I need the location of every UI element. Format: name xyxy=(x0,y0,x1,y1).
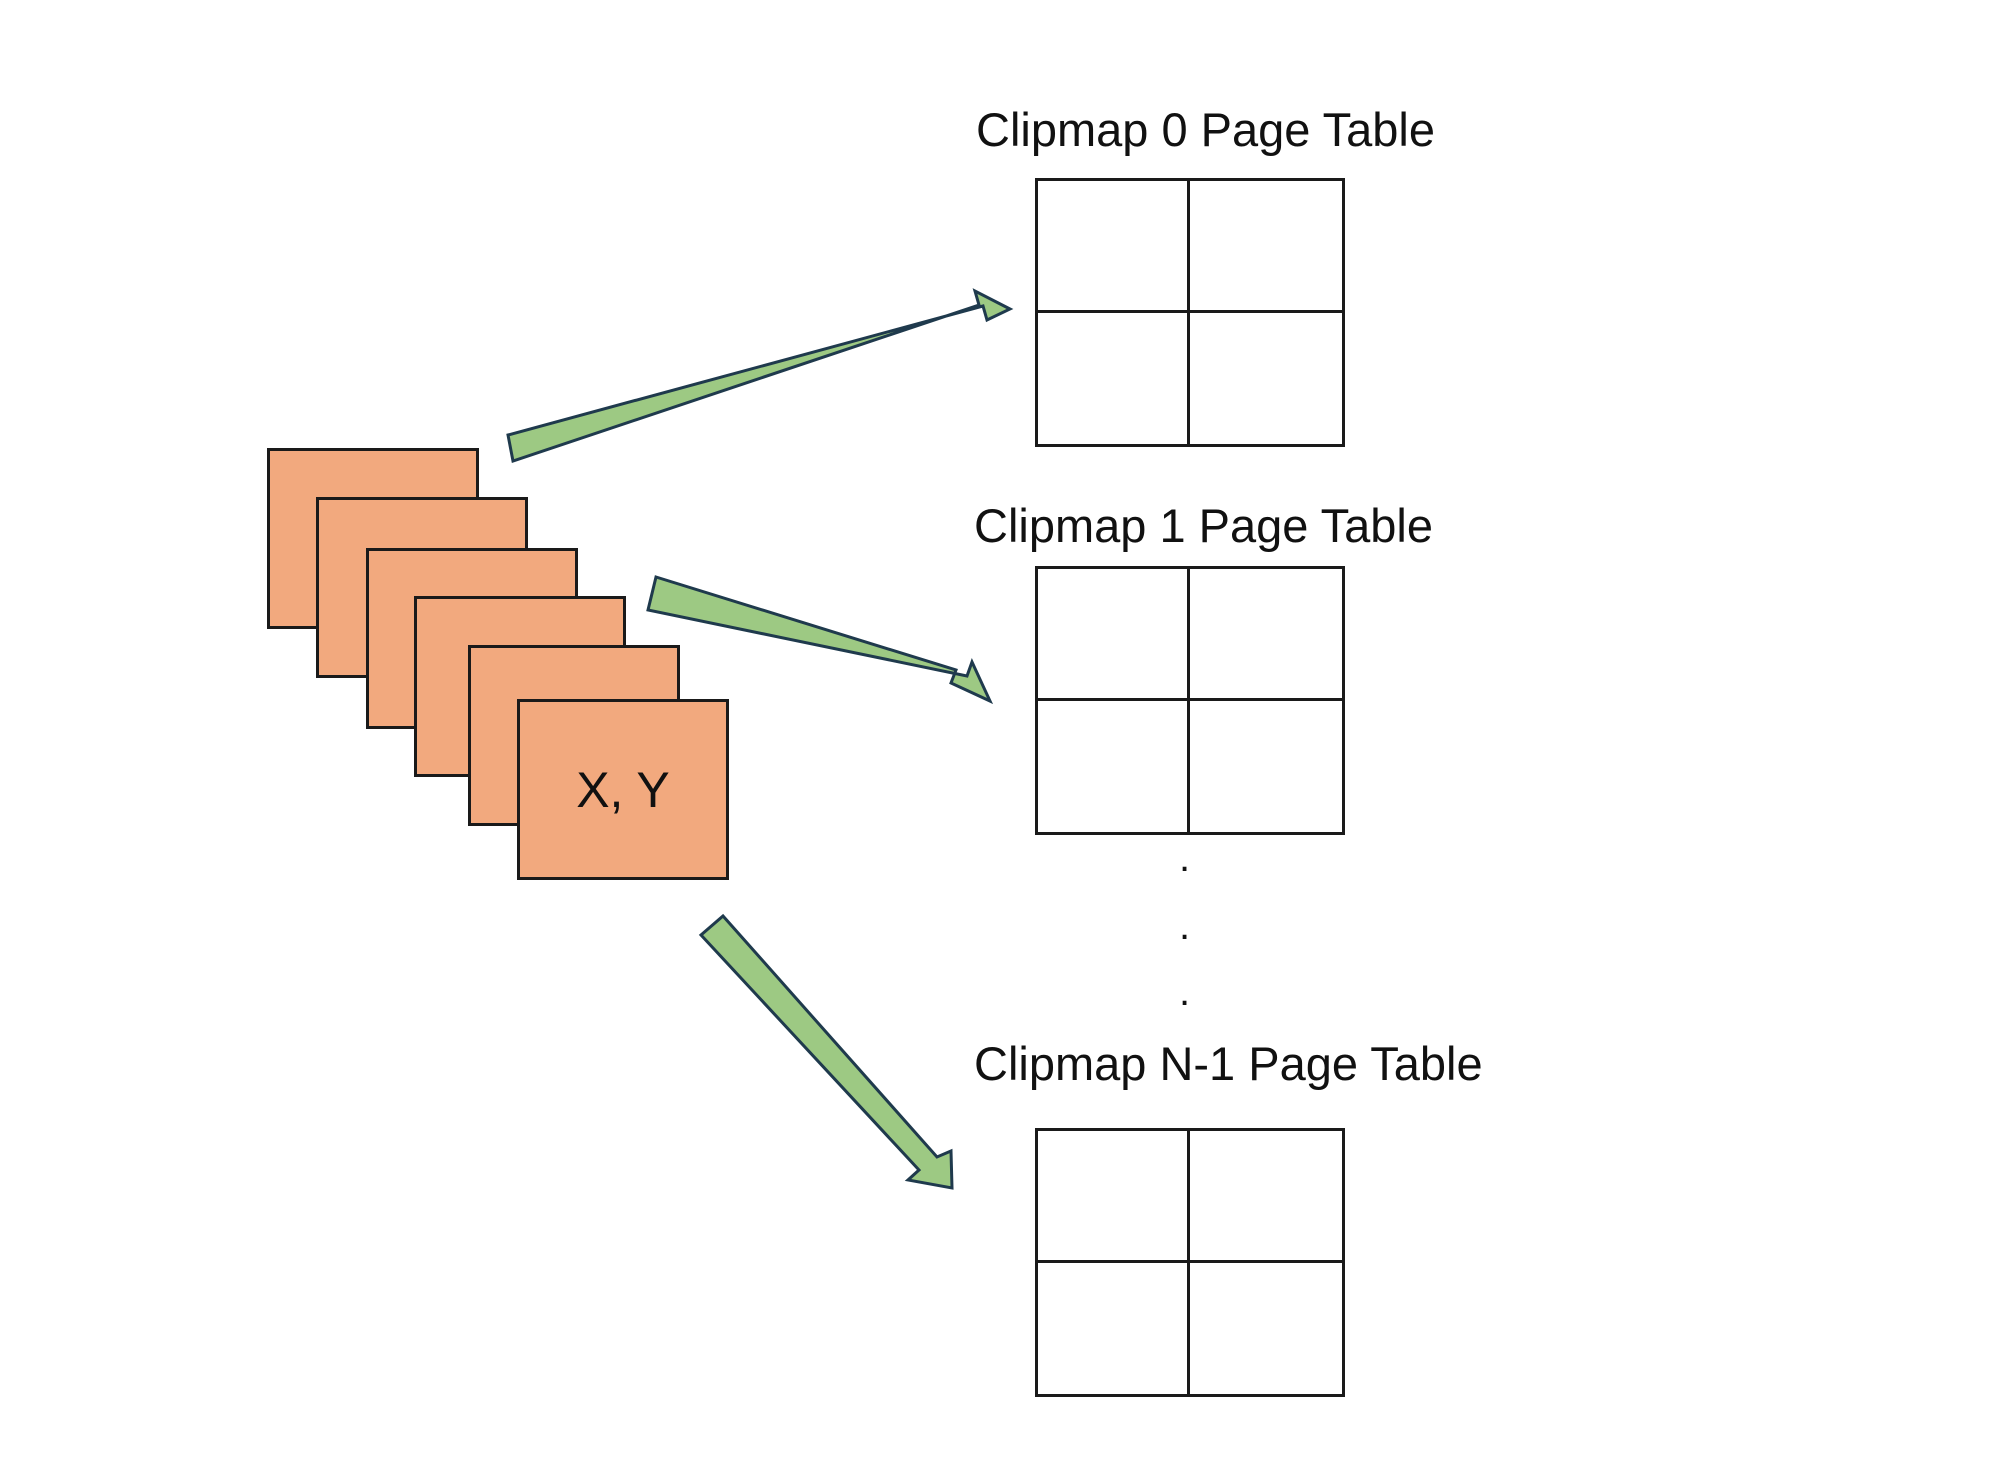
tile-coordinate-label: X, Y xyxy=(576,761,670,818)
page-table-cell xyxy=(1038,700,1190,832)
page-table-grid-clipmap-0 xyxy=(1035,178,1345,447)
page-table-cell xyxy=(1038,569,1190,701)
page-table-cell xyxy=(1038,312,1190,444)
arrow-to-clipmap-0 xyxy=(506,288,1014,463)
arrow-to-clipmap-n-1 xyxy=(698,913,954,1190)
arrow-to-clipmap-1 xyxy=(646,575,994,705)
page-table-cell xyxy=(1190,1263,1342,1395)
page-table-grid-clipmap-n-1 xyxy=(1035,1128,1345,1397)
ellipsis-dot: . xyxy=(1179,970,1191,1014)
page-table-cell xyxy=(1190,181,1342,313)
page-table-cell xyxy=(1038,1262,1190,1394)
table-title-clipmap-0: Clipmap 0 Page Table xyxy=(976,103,1435,156)
table-title-clipmap-1: Clipmap 1 Page Table xyxy=(974,499,1433,552)
page-table-grid-clipmap-1 xyxy=(1035,566,1345,835)
page-table-cell xyxy=(1038,181,1190,313)
table-title-clipmap-n-1: Clipmap N-1 Page Table xyxy=(974,1037,1483,1090)
ellipsis-dot: . xyxy=(1179,904,1191,948)
ellipsis-dot: . xyxy=(1179,836,1191,880)
clipmap-tile-5: X, Y xyxy=(517,699,729,880)
page-table-cell xyxy=(1038,1131,1190,1263)
page-table-cell xyxy=(1190,569,1342,701)
page-table-cell xyxy=(1190,701,1342,833)
page-table-cell xyxy=(1190,1131,1342,1263)
page-table-cell xyxy=(1190,313,1342,445)
